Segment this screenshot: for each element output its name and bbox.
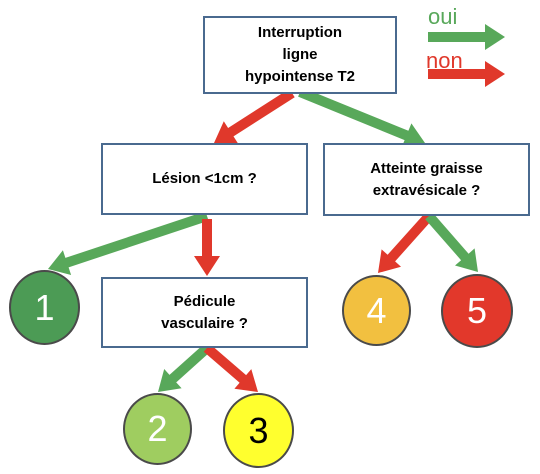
arrow-pedicule-to-outcome-3-shape [203,344,258,392]
arrow-graisse-to-outcome-5-shape [425,212,478,272]
legend-yes-arrow [428,24,505,50]
arrow-root-to-graisse-shape [298,87,425,148]
outcome-1-circle: 1 [9,270,80,345]
outcome-2-circle: 2 [123,393,192,465]
node-lesion-size: Lésion <1cm ? [101,143,308,215]
outcome-4-circle: 4 [342,275,411,346]
outcome-3-circle: 3 [223,393,294,468]
node-extravesical-fat: Atteinte graisse extravésicale ? [323,143,530,216]
arrow-pedicule-to-outcome-3 [203,344,258,392]
arrow-root-to-lesion [214,88,295,144]
legend-yes-arrow-shape [428,24,505,50]
arrow-lesion-to-pedicule-shape [194,219,220,276]
arrow-root-to-graisse [298,87,425,148]
arrow-lesion-to-outcome-1-shape [48,211,209,275]
arrow-lesion-to-pedicule [194,219,220,276]
arrow-graisse-to-outcome-4-shape [378,212,433,273]
arrow-pedicule-to-outcome-2-shape [158,344,211,392]
arrow-root-to-lesion-shape [214,88,295,144]
arrow-pedicule-to-outcome-2 [158,344,211,392]
outcome-5-circle: 5 [441,274,513,348]
legend-yes-label: oui [428,4,458,29]
arrow-graisse-to-outcome-4 [378,212,433,273]
legend-no-arrow [428,61,505,87]
node-hypointense-line-break: Interruption ligne hypointense T2 [203,16,397,94]
node-vascular-pedicle: Pédicule vasculaire ? [101,277,308,348]
arrow-graisse-to-outcome-5 [425,212,478,272]
legend-no-arrow-shape [428,61,505,87]
legend-no-label: non [426,48,463,73]
arrow-lesion-to-outcome-1 [48,211,209,275]
